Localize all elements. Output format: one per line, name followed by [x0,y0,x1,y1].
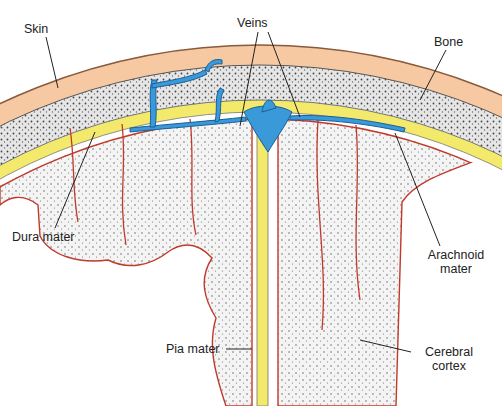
skin-layer [0,45,502,406]
right-cortex [278,100,502,406]
part-label: Cerebral cortex [412,345,486,373]
leader-line [420,50,446,100]
leader-lines [46,32,446,352]
leader-line [46,37,58,88]
dura-layer [0,100,502,406]
blood-vessel [122,124,126,245]
dural-vein [130,117,246,132]
left-cortex [0,100,252,406]
cortex-vessels [70,119,360,330]
part-label: Arachnoid mater [416,248,496,276]
blood-vessel [190,119,196,235]
emissary-vein [215,88,224,122]
veins [130,59,405,152]
dural-vein [290,116,405,133]
leader-line [395,133,440,246]
leader-line [240,32,258,126]
sagittal-sinus [244,106,292,152]
leader-line [55,132,95,228]
pia-line [0,119,502,406]
scalp-vein [205,59,222,72]
part-label: Bone [434,35,484,49]
leader-line [268,32,300,117]
falx-cerebri [257,110,268,406]
sinus-lacuna [262,100,276,112]
part-label: Dura mater [12,230,102,244]
part-label: Veins [237,16,293,30]
leader-line [360,340,411,352]
scalp-vein [152,70,207,88]
bone-layer [0,65,502,406]
part-label: Skin [24,22,74,36]
leader-line [226,349,252,350]
blood-vessel [356,125,360,300]
blood-vessel [317,120,323,330]
part-label: Pia mater [166,342,228,356]
